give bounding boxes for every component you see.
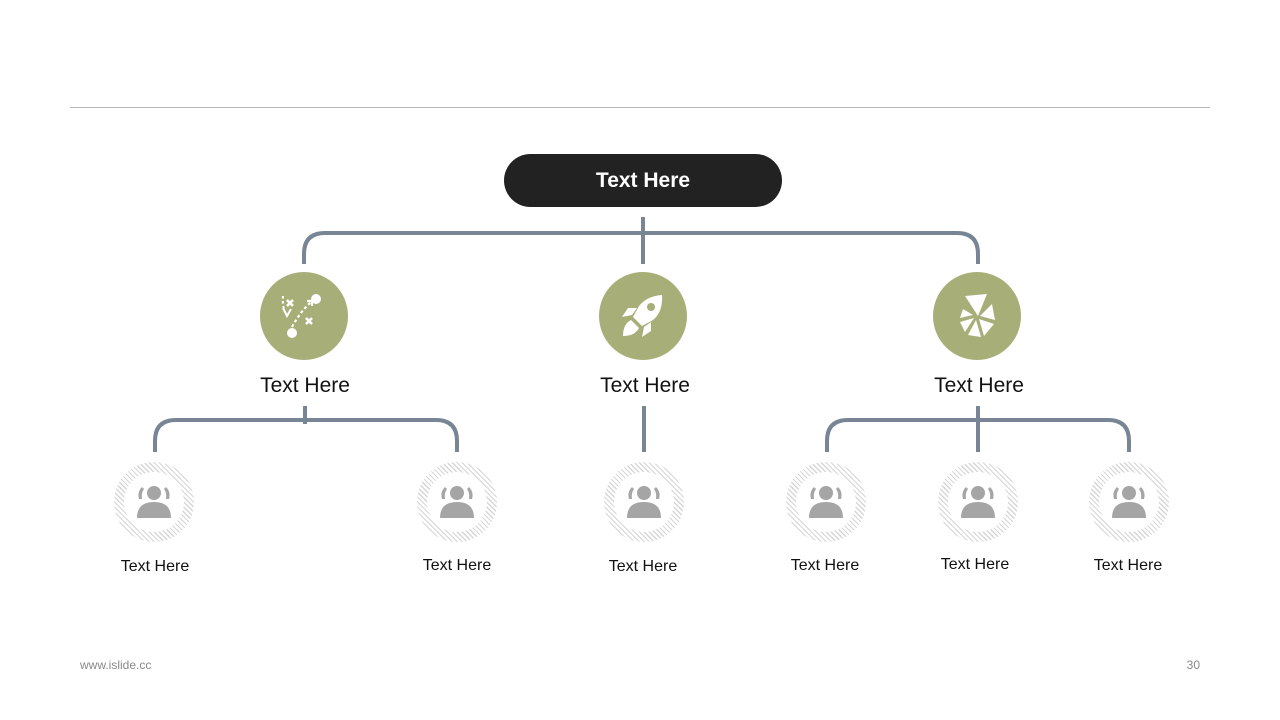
leaf-label-4: Text Here — [790, 557, 860, 574]
leaf-node-4 — [786, 462, 866, 542]
page-number: 30 — [1186, 658, 1200, 672]
user-group-icon — [137, 486, 171, 518]
leaf-node-6 — [1089, 462, 1169, 542]
top-divider — [70, 107, 1210, 108]
strategy-play-icon — [281, 294, 321, 338]
category-1-circle — [260, 272, 348, 360]
user-group-icon — [440, 486, 474, 518]
leaf-node-5-inner — [948, 472, 1008, 532]
leaf-node-3-inner — [614, 472, 674, 532]
user-group-icon — [961, 486, 995, 518]
category-1-label: Text Here — [260, 374, 350, 397]
leaf-node-1-inner — [124, 472, 184, 532]
category-2-circle — [599, 272, 687, 360]
leaf-node-6-inner — [1099, 472, 1159, 532]
root-label: Text Here — [595, 168, 691, 192]
rocket-icon — [622, 295, 663, 337]
leaf-node-2-inner — [427, 472, 487, 532]
leaf-label-1: Text Here — [120, 558, 190, 575]
root-node: Text Here — [504, 154, 782, 207]
leaf-label-3: Text Here — [608, 558, 678, 575]
user-group-icon — [1112, 486, 1146, 518]
leaf-label-6: Text Here — [1093, 557, 1163, 574]
leaf-node-5 — [938, 462, 1018, 542]
aperture-icon — [960, 294, 995, 337]
category-2-label: Text Here — [600, 374, 690, 397]
leaf-node-2 — [417, 462, 497, 542]
leaf-label-2: Text Here — [422, 557, 492, 574]
user-group-icon — [809, 486, 843, 518]
category-3-circle — [933, 272, 1021, 360]
leaf-node-1 — [114, 462, 194, 542]
leaf-node-3 — [604, 462, 684, 542]
footer-website: www.islide.cc — [80, 658, 152, 672]
leaf-node-4-inner — [796, 472, 856, 532]
leaf-label-5: Text Here — [940, 556, 1010, 573]
user-group-icon — [627, 486, 661, 518]
category-1-bracket — [153, 418, 459, 452]
category-3-label: Text Here — [934, 374, 1024, 397]
